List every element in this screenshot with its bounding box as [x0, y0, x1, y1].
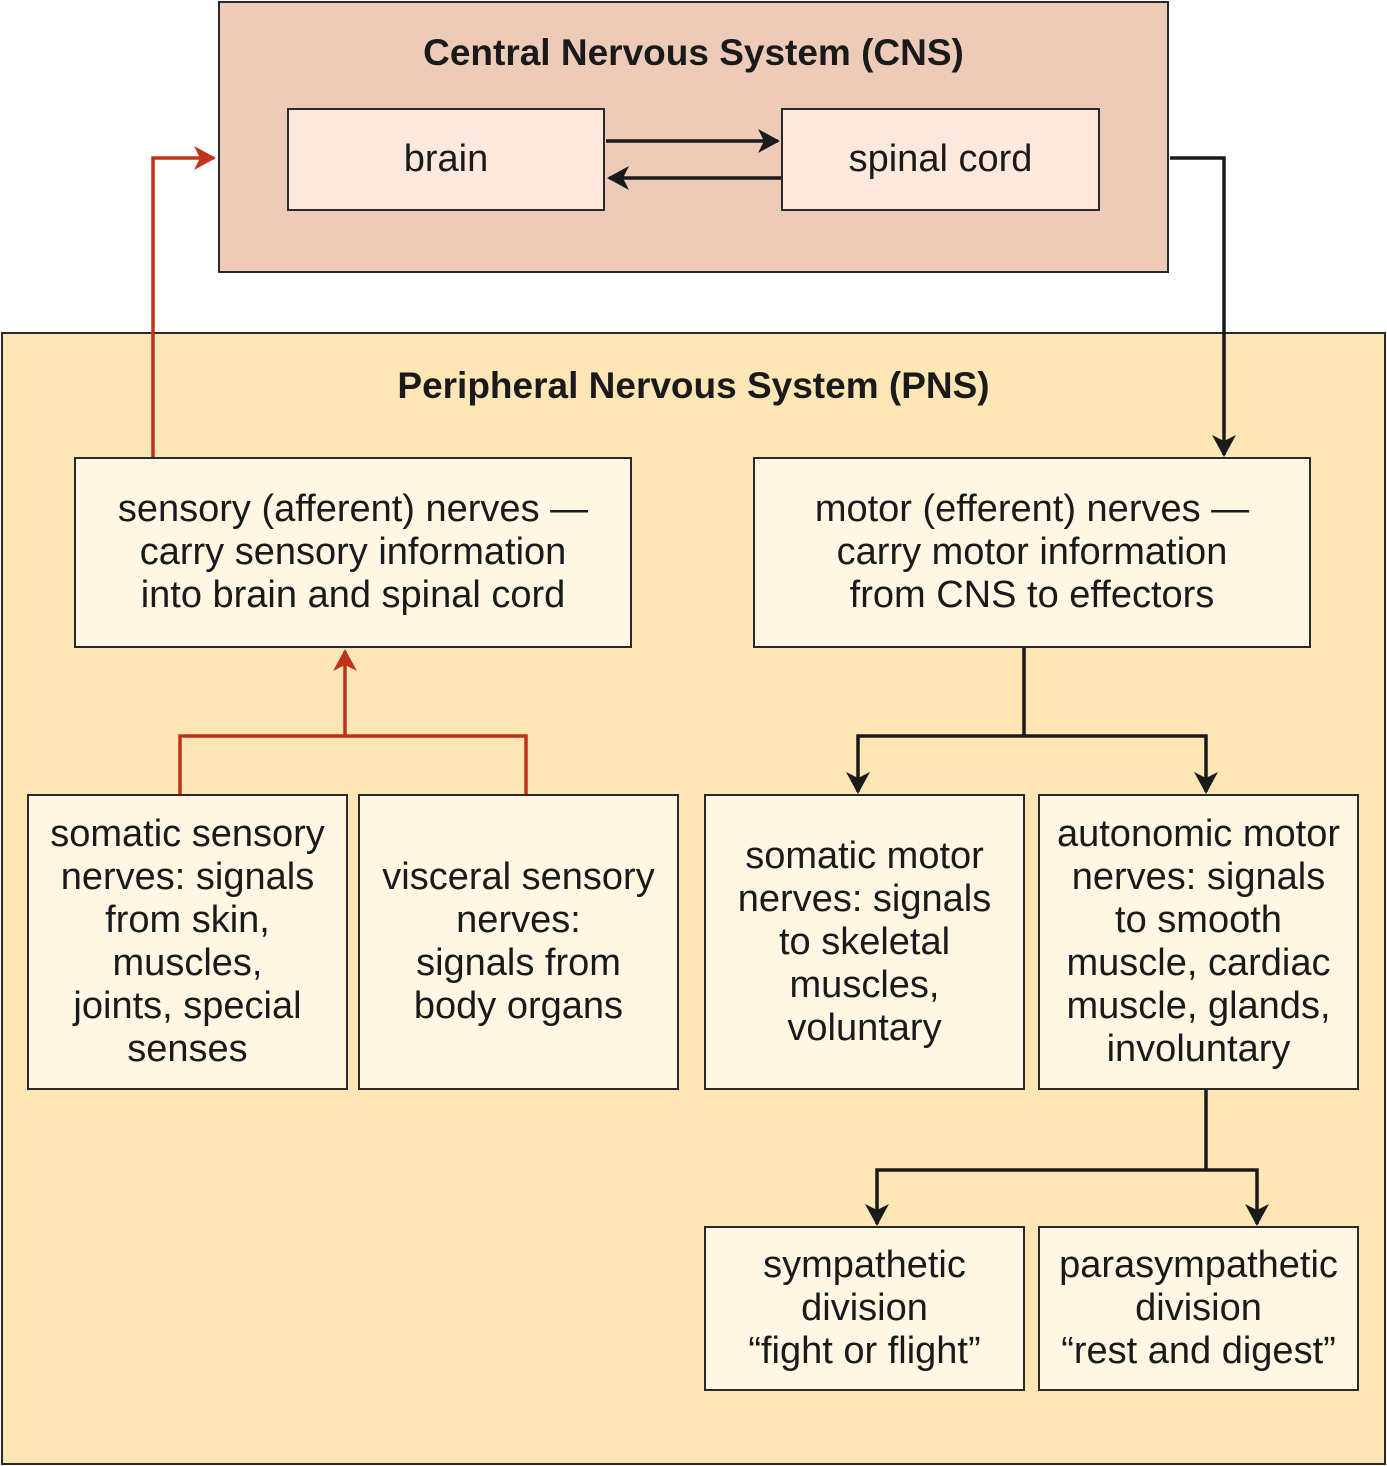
brain-box: brain: [287, 108, 605, 211]
parasympathetic-division-box: parasympathetic division “rest and diges…: [1038, 1226, 1359, 1391]
motor-nerves-box: motor (efferent) nerves — carry motor in…: [753, 457, 1311, 648]
somatic-motor-box: somatic motor nerves: signals to skeleta…: [704, 794, 1025, 1090]
visceral-sensory-box: visceral sensory nerves: signals from bo…: [358, 794, 679, 1090]
spinal-cord-box: spinal cord: [781, 108, 1100, 211]
sensory-nerves-box: sensory (afferent) nerves — carry sensor…: [74, 457, 632, 648]
pns-title: Peripheral Nervous System (PNS): [397, 365, 990, 406]
somatic-sensory-box: somatic sensory nerves: signals from ski…: [27, 794, 348, 1090]
sympathetic-division-box: sympathetic division “fight or flight”: [704, 1226, 1025, 1391]
autonomic-motor-box: autonomic motor nerves: signals to smoot…: [1038, 794, 1359, 1090]
cns-title: Central Nervous System (CNS): [423, 32, 964, 73]
